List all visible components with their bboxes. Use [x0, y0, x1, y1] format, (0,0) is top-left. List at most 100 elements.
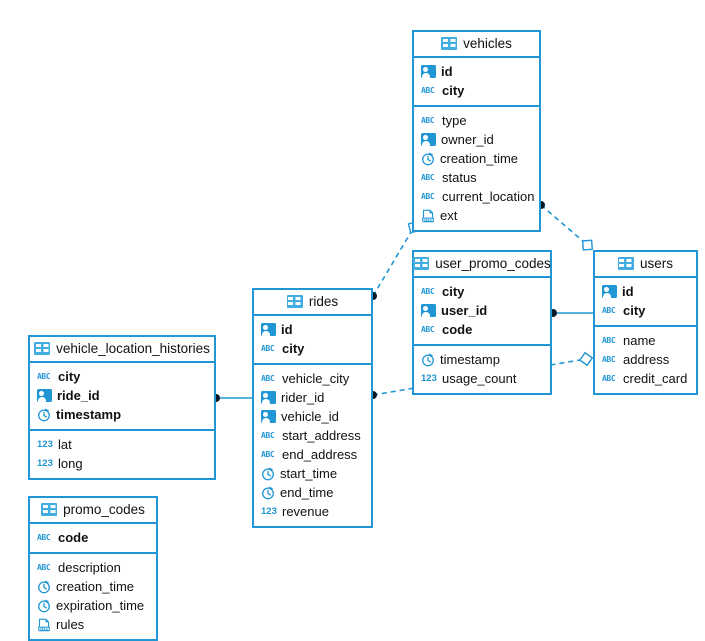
column-name: type [442, 113, 467, 128]
table-icon [34, 342, 51, 355]
primary-key-row-ride_id[interactable]: ride_id [30, 386, 214, 405]
column-name: address [623, 352, 670, 367]
id-icon [261, 323, 276, 336]
number-icon: 123 [37, 439, 53, 450]
column-row-start_address[interactable]: ABC start_address [254, 426, 371, 445]
abc-icon: ABC [37, 372, 51, 381]
json-icon: JSON [37, 618, 51, 632]
column-name: name [623, 333, 656, 348]
number-icon: 123 [261, 506, 277, 517]
abc-icon: ABC [261, 431, 275, 440]
primary-key-row-id[interactable]: id [595, 282, 696, 301]
column-row-expiration_time[interactable]: expiration_time [30, 596, 156, 615]
number-icon: 123 [421, 373, 437, 384]
abc-icon: ABC [261, 374, 275, 383]
id-icon [421, 65, 436, 78]
primary-key-row-user_id[interactable]: user_id [414, 301, 550, 320]
primary-key-row-timestamp[interactable]: timestamp [30, 405, 214, 424]
abc-icon: ABC [602, 355, 616, 364]
column-name: start_time [280, 466, 338, 481]
table-header-promo_codes[interactable]: promo_codes [30, 498, 156, 524]
column-name: city [442, 83, 465, 98]
column-row-address[interactable]: ABC address [595, 350, 696, 369]
abc-icon: ABC [602, 336, 616, 345]
column-name: creation_time [440, 151, 519, 166]
abc-icon: ABC [421, 116, 435, 125]
column-row-owner_id[interactable]: owner_id [414, 130, 539, 149]
relationship-user_promo_codes-to-users[interactable] [549, 309, 593, 317]
column-name: city [623, 303, 646, 318]
table-header-rides[interactable]: rides [254, 290, 371, 316]
table-header-vehicles[interactable]: vehicles [414, 32, 539, 58]
clock-icon [421, 152, 435, 166]
table-header-vehicle_location_histories[interactable]: vehicle_location_histories [30, 337, 214, 363]
column-name: city [442, 284, 465, 299]
column-name: start_address [282, 428, 361, 443]
column-row-type[interactable]: ABC type [414, 111, 539, 130]
primary-key-row-id[interactable]: id [414, 62, 539, 81]
table-title: rides [308, 294, 339, 309]
column-row-end_time[interactable]: end_time [254, 483, 371, 502]
table-header-user_promo_codes[interactable]: user_promo_codes [413, 252, 551, 278]
column-row-lat[interactable]: 123 lat [30, 435, 214, 454]
table-header-users[interactable]: users [595, 252, 696, 278]
column-name: description [58, 560, 121, 575]
primary-key-row-id[interactable]: id [254, 320, 371, 339]
clock-icon [37, 599, 51, 613]
relationship-vehicle_location_histories-to-rides[interactable] [212, 394, 252, 402]
column-name: timestamp [440, 352, 500, 367]
column-row-start_time[interactable]: start_time [254, 464, 371, 483]
relationship-vehicles-to-users[interactable] [537, 201, 594, 251]
column-name: vehicle_id [281, 409, 339, 424]
table-icon [617, 257, 634, 270]
abc-icon: ABC [37, 533, 51, 542]
relationship-line [540, 204, 593, 250]
column-name: lat [58, 437, 72, 452]
column-row-name[interactable]: ABC name [595, 331, 696, 350]
table-icon [441, 37, 458, 50]
abc-icon: ABC [421, 325, 435, 334]
column-name: city [282, 341, 305, 356]
relationship-target-marker [578, 351, 594, 367]
column-name: current_location [442, 189, 535, 204]
clock-icon [37, 408, 51, 422]
column-name: ext [440, 208, 458, 223]
clock-icon [261, 486, 275, 500]
abc-icon: ABC [602, 374, 616, 383]
column-name: creation_time [56, 579, 135, 594]
column-row-creation_time[interactable]: creation_time [414, 149, 539, 168]
column-row-creation_time[interactable]: creation_time [30, 577, 156, 596]
table-title: promo_codes [63, 502, 145, 517]
column-row-rider_id[interactable]: rider_id [254, 388, 371, 407]
column-row-vehicle_id[interactable]: vehicle_id [254, 407, 371, 426]
column-row-timestamp[interactable]: timestamp [414, 350, 550, 369]
column-name: ride_id [57, 388, 100, 403]
